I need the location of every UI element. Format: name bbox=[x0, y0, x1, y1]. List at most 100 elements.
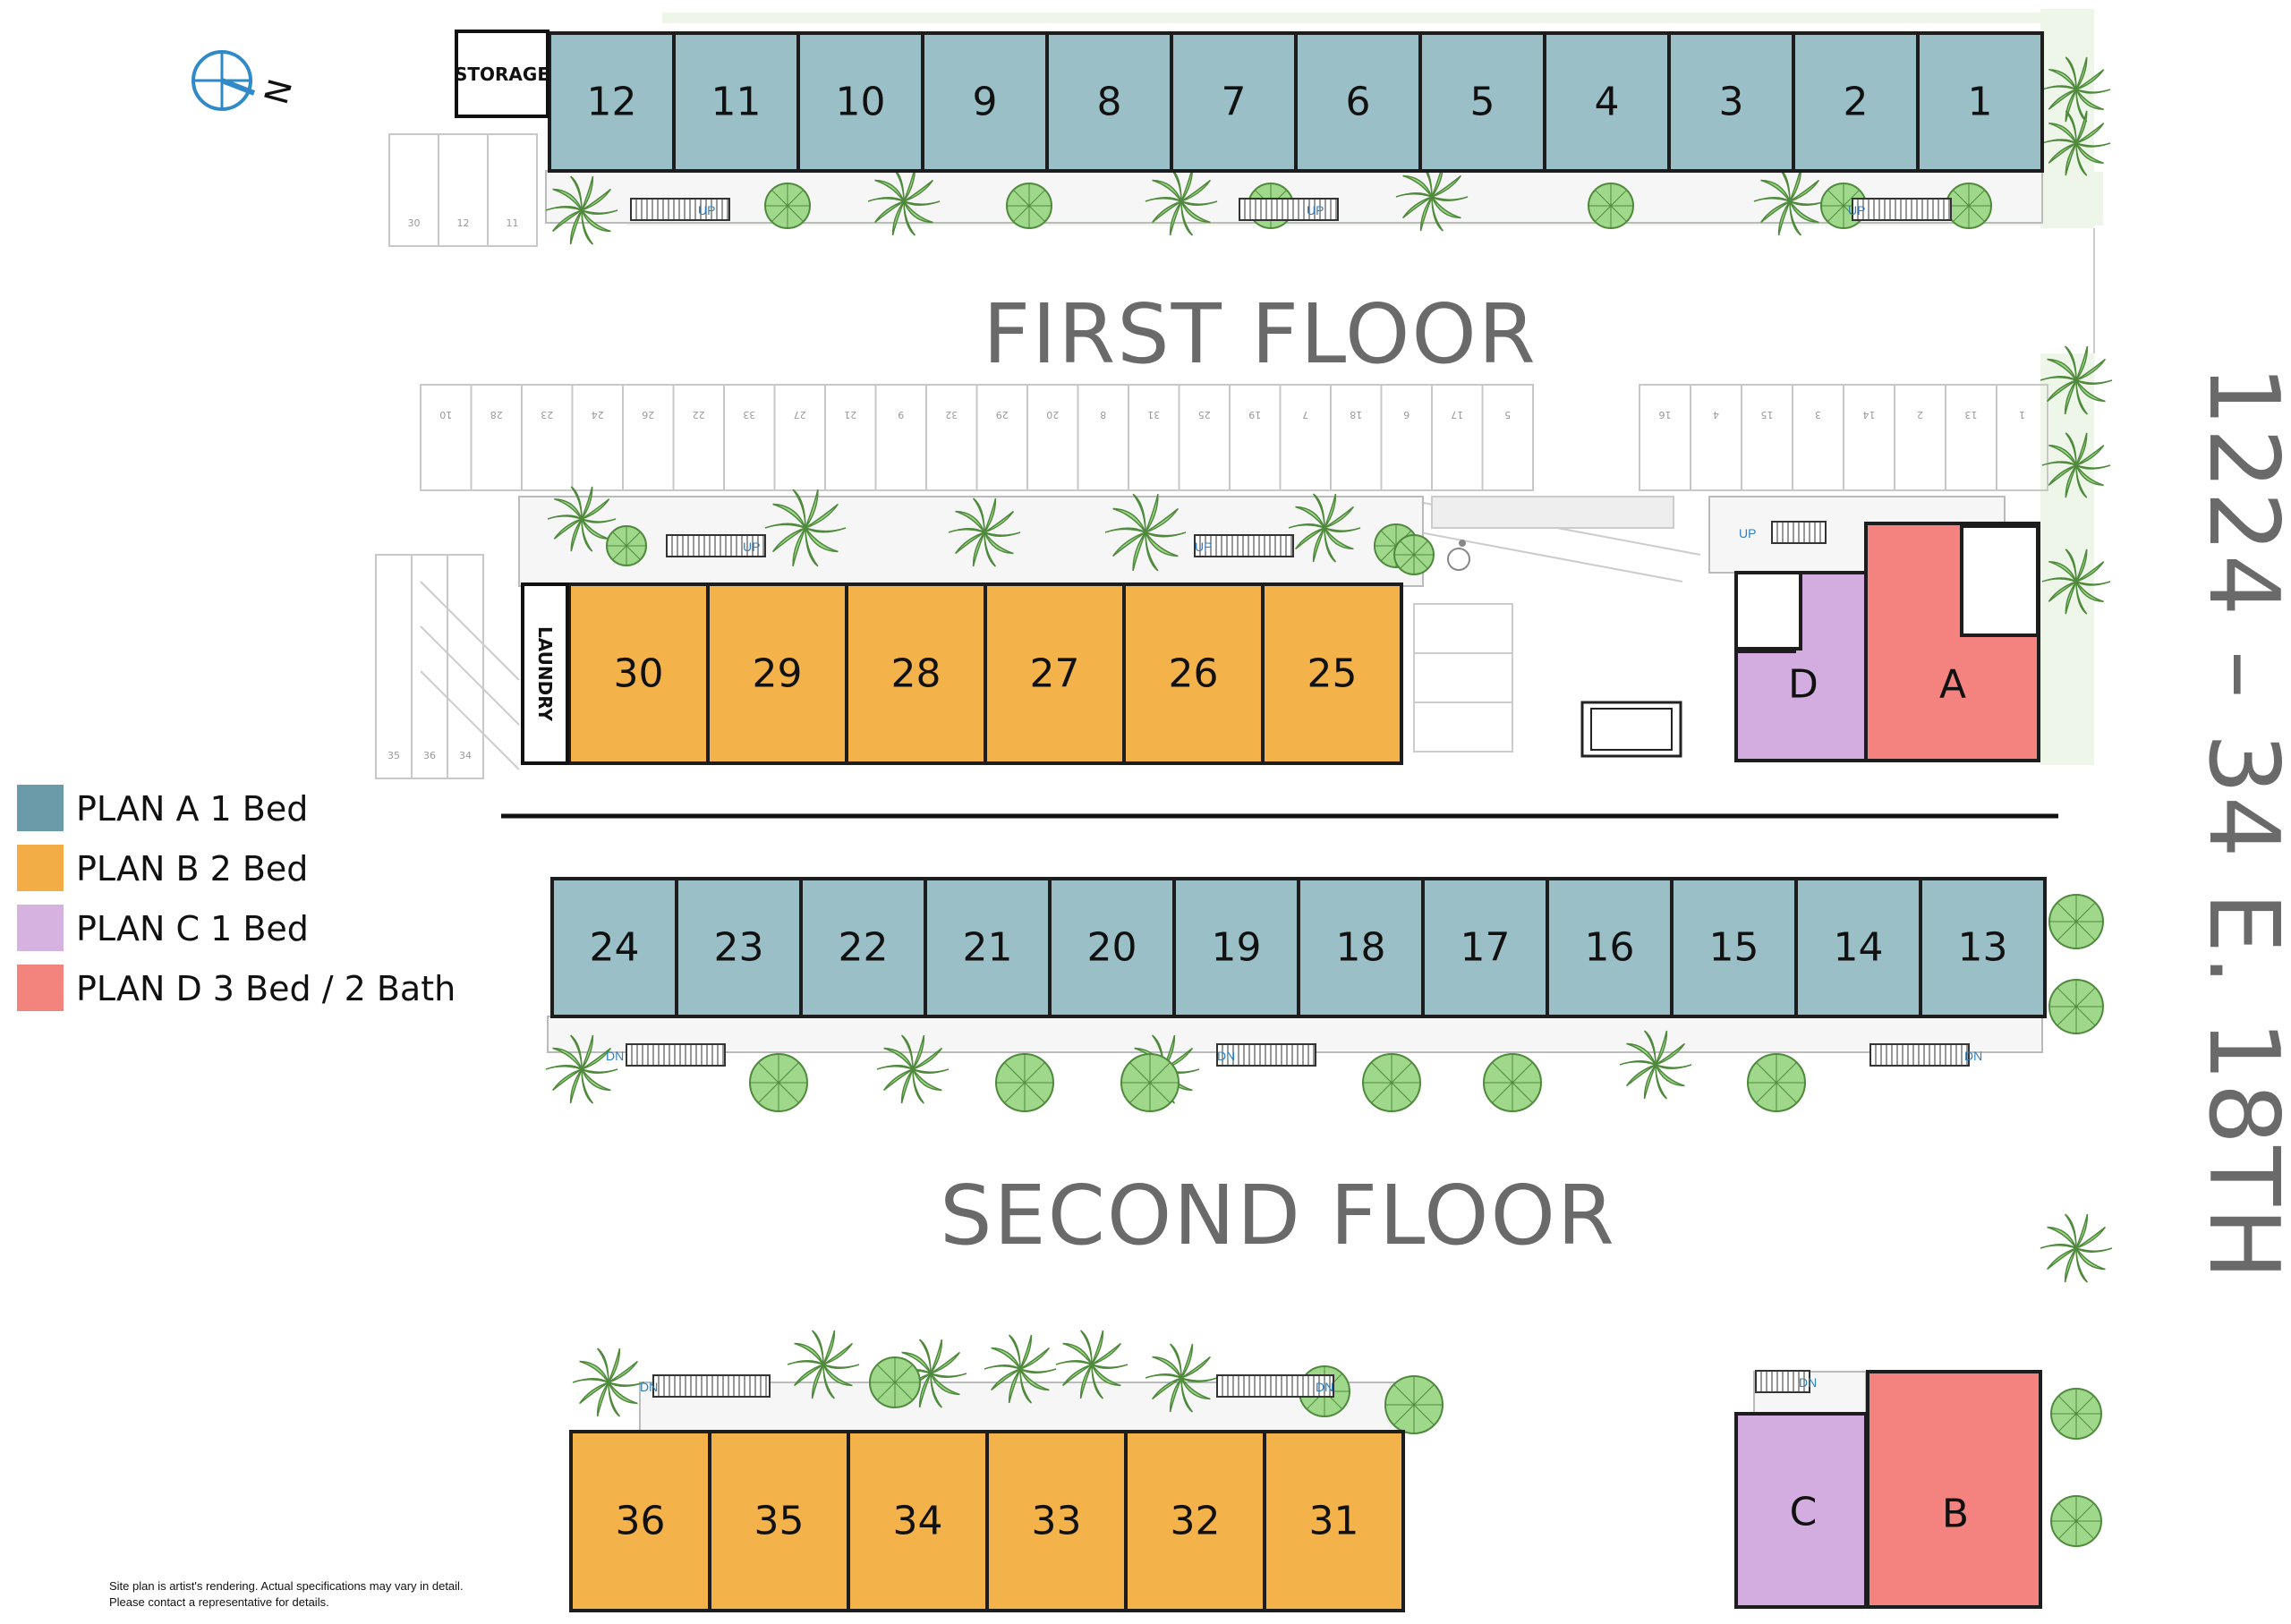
tree-branch bbox=[2075, 1520, 2095, 1540]
unit-33: 33 bbox=[985, 1430, 1128, 1612]
palm-frond bbox=[1402, 174, 1433, 198]
unit-17: 17 bbox=[1421, 877, 1549, 1018]
parking-stall bbox=[1894, 384, 1946, 491]
palm-frond bbox=[954, 531, 985, 555]
unit-35: 35 bbox=[708, 1430, 850, 1612]
palm-frond bbox=[581, 1068, 593, 1104]
parking-stall-number: 6 bbox=[1403, 409, 1410, 421]
palm-tree-icon bbox=[547, 486, 617, 552]
tree-branch bbox=[2057, 902, 2077, 923]
palm-frond bbox=[948, 528, 985, 533]
palm-frond bbox=[912, 1068, 942, 1092]
tree-branch bbox=[626, 531, 641, 547]
unit-block bbox=[1794, 877, 1922, 1018]
palm-frond bbox=[2065, 56, 2077, 90]
tree-branch bbox=[1391, 1062, 1412, 1084]
parking-stall bbox=[571, 384, 624, 491]
unit-number: 16 bbox=[1585, 925, 1635, 971]
palm-frond bbox=[2075, 1247, 2088, 1283]
unit-block bbox=[984, 582, 1126, 765]
tree-branch bbox=[2075, 987, 2096, 1008]
palm-frond bbox=[1431, 196, 1444, 232]
stair-outline bbox=[1852, 198, 1952, 221]
legend-item: PLAN A 1 Bed bbox=[17, 785, 308, 831]
palm-tree-icon bbox=[1055, 1330, 1128, 1399]
parking-stall bbox=[723, 384, 776, 491]
parking-stall bbox=[622, 384, 675, 491]
palm-frond bbox=[608, 1382, 638, 1405]
unit-block bbox=[550, 877, 678, 1018]
palm-frond bbox=[1180, 200, 1193, 236]
tree-branch bbox=[787, 205, 805, 223]
palm-frond bbox=[2065, 581, 2077, 615]
unit-28: 28 bbox=[845, 582, 987, 765]
palm-frond bbox=[984, 531, 1021, 537]
palm-frond bbox=[1789, 200, 1801, 236]
parking-stall-number: 12 bbox=[457, 217, 470, 229]
unit-block bbox=[1261, 582, 1403, 765]
palm-frond bbox=[2075, 581, 2111, 586]
unit-number: 18 bbox=[1336, 925, 1386, 971]
unit-letter: C bbox=[1790, 1490, 1818, 1535]
palm-tree-icon bbox=[2041, 56, 2111, 123]
parking-stall bbox=[420, 384, 473, 491]
palm-frond bbox=[805, 527, 819, 567]
tree-branch bbox=[876, 1364, 896, 1383]
unit-block bbox=[706, 582, 848, 765]
palm-frond bbox=[552, 1047, 583, 1070]
palm-frond bbox=[1180, 1343, 1194, 1379]
parking-stall-number: 17 bbox=[1451, 409, 1463, 421]
stair-run: UP bbox=[666, 534, 766, 557]
palm-frond bbox=[570, 175, 583, 211]
palm-frond bbox=[1091, 1364, 1103, 1399]
palm-frond bbox=[1080, 1330, 1093, 1365]
palm-tree-icon bbox=[2041, 548, 2111, 615]
palm-frond bbox=[2075, 56, 2088, 90]
palm-frond bbox=[1619, 1060, 1657, 1066]
palm-frond bbox=[1295, 506, 1325, 529]
palm-frond bbox=[792, 527, 806, 566]
palm-frond bbox=[2075, 69, 2105, 90]
unit-number: 14 bbox=[1834, 925, 1884, 971]
palm-frond bbox=[1753, 197, 1791, 202]
stair-direction: DN bbox=[640, 1380, 658, 1394]
palm-frond bbox=[1062, 1342, 1093, 1365]
palm-frond bbox=[1419, 196, 1433, 232]
palm-frond bbox=[876, 1065, 914, 1070]
unit-number: 30 bbox=[614, 651, 664, 697]
palm-frond bbox=[581, 518, 617, 523]
tree-branch bbox=[1400, 554, 1415, 569]
unit-letter: B bbox=[1942, 1492, 1969, 1537]
palm-tree-icon bbox=[948, 497, 1021, 567]
laundry-room: LAUNDRY bbox=[521, 582, 569, 765]
unit-block bbox=[1122, 582, 1265, 765]
parking-stall bbox=[1026, 384, 1079, 491]
unit-block bbox=[1916, 31, 2044, 173]
palm-frond bbox=[581, 175, 594, 211]
legend-swatch bbox=[17, 965, 64, 1011]
stair-run: DN bbox=[1216, 1043, 1316, 1067]
palm-tree-icon bbox=[2041, 110, 2111, 176]
tree-branch bbox=[1149, 1082, 1171, 1103]
parking-stall bbox=[1077, 384, 1129, 491]
unit-number: 4 bbox=[1595, 80, 1620, 125]
palm-frond bbox=[901, 1351, 932, 1374]
unit-19: 19 bbox=[1172, 877, 1300, 1018]
palm-frond bbox=[2041, 577, 2077, 582]
palm-tree-icon bbox=[1145, 1343, 1218, 1413]
tree-branch bbox=[894, 1382, 914, 1401]
palm-frond bbox=[2048, 68, 2077, 90]
palm-frond bbox=[1180, 1377, 1218, 1382]
palm-frond bbox=[581, 1068, 611, 1092]
palm-frond bbox=[581, 1034, 594, 1070]
trash-enclosure bbox=[1580, 701, 1682, 758]
round-tree-icon bbox=[2048, 894, 2104, 949]
stair-run: UP bbox=[1739, 521, 1827, 544]
round-tree-icon bbox=[995, 1053, 1054, 1112]
palm-frond bbox=[2075, 142, 2111, 148]
unit-4: 4 bbox=[1543, 31, 1671, 173]
unit-21: 21 bbox=[924, 877, 1052, 1018]
palm-frond bbox=[1019, 1347, 1051, 1370]
palm-frond bbox=[901, 1034, 914, 1070]
palm-frond bbox=[867, 197, 905, 202]
